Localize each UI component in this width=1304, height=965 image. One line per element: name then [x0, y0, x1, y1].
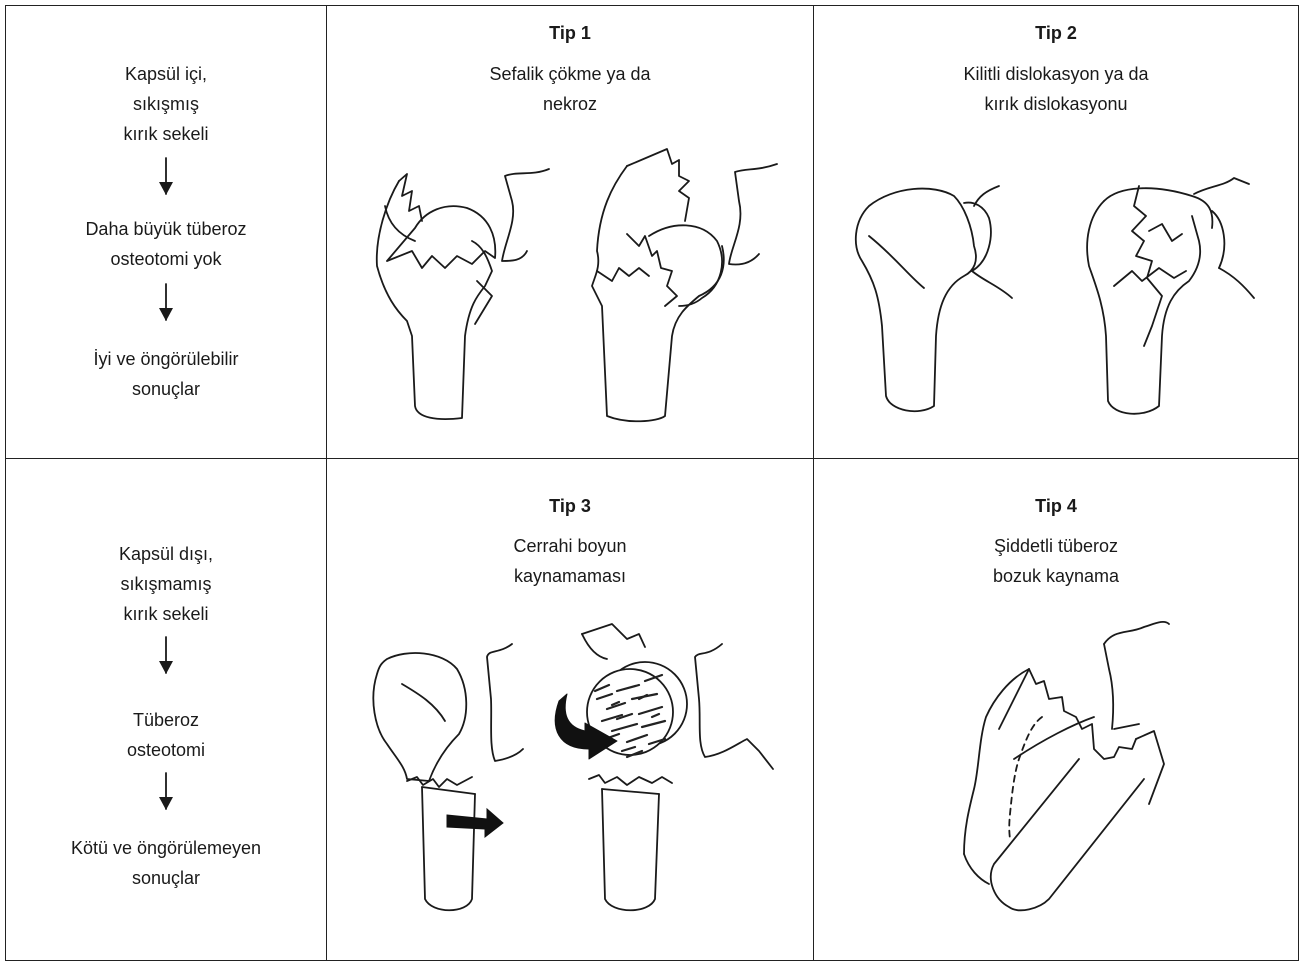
flow-line: osteotomi: [6, 735, 326, 765]
flow-line: Kötü ve öngörülemeyen: [6, 833, 326, 863]
table-border-right: [1298, 5, 1299, 961]
humerus-illustration: [327, 6, 813, 458]
type-4-cell: Tip 4 Şiddetli tüberoz bozuk kaynama: [814, 459, 1298, 960]
flow-line: sonuçlar: [6, 374, 326, 404]
flow-line: sıkışmamış: [6, 569, 326, 599]
type-2-cell: Tip 2 Kilitli dislokasyon ya da kırık di…: [814, 6, 1298, 458]
down-arrow-icon: [156, 284, 176, 324]
down-arrow-icon: [156, 158, 176, 198]
humerus-illustration: [327, 459, 813, 960]
flow-line: sonuçlar: [6, 863, 326, 893]
flow-line: İyi ve öngörülebilir: [6, 344, 326, 374]
flow-line: kırık sekeli: [6, 119, 326, 149]
extracapsular-flow: Kapsül dışı, sıkışmamış kırık sekeli Tüb…: [6, 459, 326, 960]
classification-table: Kapsül içi, sıkışmış kırık sekeli Daha b…: [5, 5, 1299, 961]
type-3-cell: Tip 3 Cerrahi boyun kaynamaması: [327, 459, 813, 960]
intracapsular-flow: Kapsül içi, sıkışmış kırık sekeli Daha b…: [6, 6, 326, 458]
flow-line: kırık sekeli: [6, 599, 326, 629]
type-1-cell: Tip 1 Sefalik çökme ya da nekroz: [327, 6, 813, 458]
flow-line: Tüberoz: [6, 705, 326, 735]
down-arrow-icon: [156, 637, 176, 677]
humerus-illustration: [814, 6, 1298, 458]
down-arrow-icon: [156, 773, 176, 813]
flow-line: osteotomi yok: [6, 244, 326, 274]
table-border-bottom: [5, 960, 1299, 961]
flow-line: Daha büyük tüberoz: [6, 214, 326, 244]
flow-line: Kapsül içi,: [6, 59, 326, 89]
flow-line: sıkışmış: [6, 89, 326, 119]
flow-line: Kapsül dışı,: [6, 539, 326, 569]
humerus-illustration: [814, 459, 1298, 960]
